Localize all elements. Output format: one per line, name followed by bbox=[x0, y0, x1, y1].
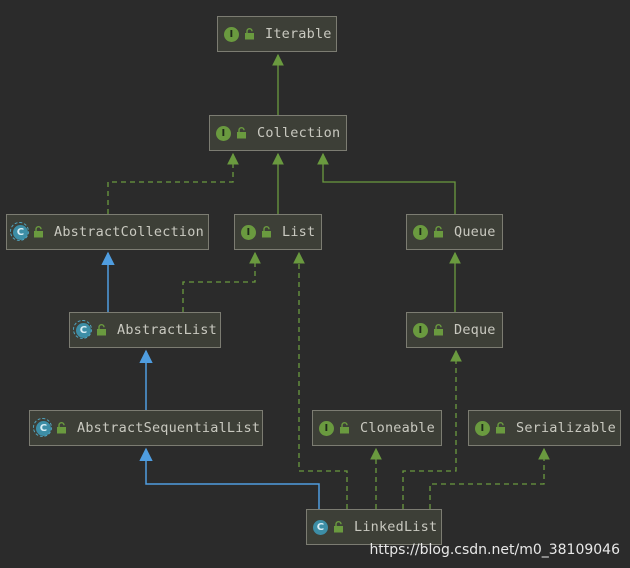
interface-icon: I bbox=[413, 224, 428, 240]
edge-queue-collection bbox=[317, 152, 456, 214]
node-abstractsequentiallist[interactable]: C AbstractSequentialList bbox=[29, 410, 263, 446]
node-list[interactable]: I List bbox=[234, 214, 322, 250]
public-lock-icon bbox=[434, 226, 443, 238]
node-serializable[interactable]: I Serializable bbox=[468, 410, 621, 446]
public-lock-icon bbox=[34, 226, 43, 238]
public-lock-icon bbox=[334, 521, 343, 533]
node-label: Queue bbox=[454, 224, 496, 240]
node-label: Collection bbox=[257, 125, 341, 141]
abstract-class-icon: C bbox=[33, 417, 52, 437]
public-lock-icon bbox=[262, 226, 271, 238]
node-label: AbstractList bbox=[117, 322, 217, 338]
node-label: Cloneable bbox=[360, 420, 435, 436]
edge-linkedlist-list bbox=[293, 251, 348, 509]
node-iterable[interactable]: I Iterable bbox=[217, 16, 337, 52]
node-label: List bbox=[282, 224, 316, 240]
interface-icon: I bbox=[241, 224, 256, 240]
edge-linkedlist-abstractsequentiallist bbox=[139, 447, 320, 509]
node-label: AbstractCollection bbox=[54, 224, 204, 240]
public-lock-icon bbox=[496, 422, 505, 434]
node-queue[interactable]: I Queue bbox=[406, 214, 503, 250]
abstract-class-icon: C bbox=[10, 221, 29, 241]
edge-linkedlist-serializable bbox=[429, 447, 550, 509]
node-abstractlist[interactable]: C AbstractList bbox=[69, 312, 221, 348]
node-deque[interactable]: I Deque bbox=[406, 312, 503, 348]
watermark: https://blog.csdn.net/m0_38109046 bbox=[369, 542, 620, 558]
node-abstractcollection[interactable]: C AbstractCollection bbox=[6, 214, 209, 250]
node-linkedlist[interactable]: C LinkedList bbox=[306, 509, 442, 545]
interface-icon: I bbox=[224, 26, 239, 42]
public-lock-icon bbox=[57, 422, 66, 434]
abstract-class-icon: C bbox=[73, 319, 92, 339]
edge-abstractcollection-collection bbox=[107, 152, 239, 214]
interface-icon: I bbox=[216, 125, 231, 141]
edge-linkedlist-deque bbox=[402, 349, 462, 509]
node-label: Iterable bbox=[265, 26, 332, 42]
node-label: AbstractSequentialList bbox=[77, 420, 261, 436]
node-cloneable[interactable]: I Cloneable bbox=[312, 410, 442, 446]
node-collection[interactable]: I Collection bbox=[209, 115, 347, 151]
node-label: Serializable bbox=[516, 420, 616, 436]
interface-icon: I bbox=[413, 322, 428, 338]
edge-abstractlist-list bbox=[182, 251, 261, 312]
public-lock-icon bbox=[237, 127, 246, 139]
class-icon: C bbox=[313, 519, 328, 535]
interface-icon: I bbox=[475, 420, 490, 436]
node-label: LinkedList bbox=[354, 519, 438, 535]
public-lock-icon bbox=[245, 28, 254, 40]
public-lock-icon bbox=[97, 324, 106, 336]
node-label: Deque bbox=[454, 322, 496, 338]
public-lock-icon bbox=[434, 324, 443, 336]
public-lock-icon bbox=[340, 422, 349, 434]
interface-icon: I bbox=[319, 420, 334, 436]
